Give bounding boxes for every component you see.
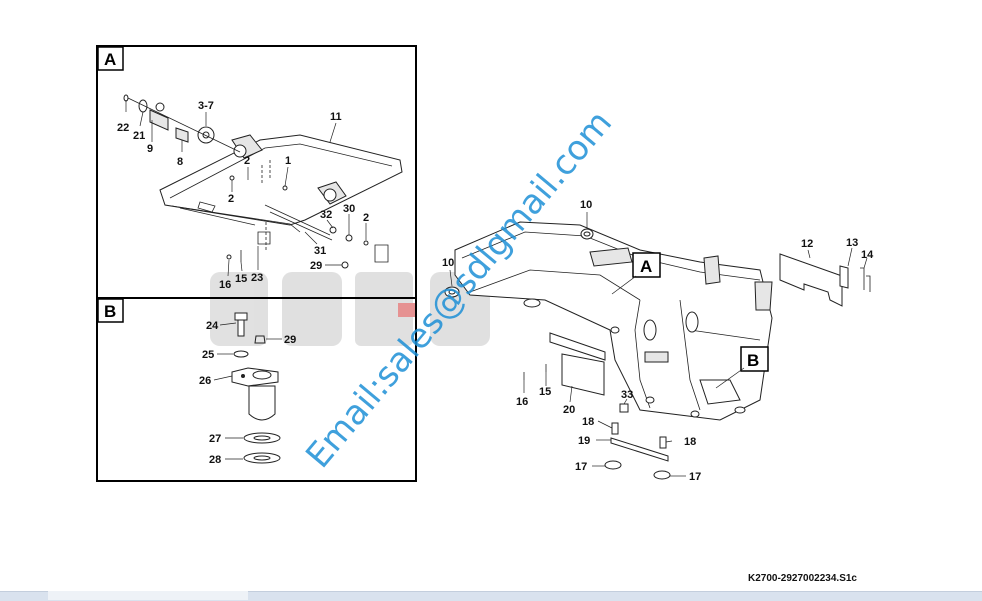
callout: 32	[320, 209, 332, 221]
callout: 21	[133, 130, 145, 142]
callout: 3-7	[198, 100, 214, 112]
callout: 19	[578, 435, 590, 447]
callout: 29	[310, 260, 322, 272]
callout: 9	[147, 143, 153, 155]
inset-a-frame-drawing	[123, 94, 403, 269]
callout: 18	[684, 436, 696, 448]
callout: 33	[621, 389, 633, 401]
callout: 31	[314, 245, 326, 257]
plate-20	[561, 353, 605, 396]
chassis-drawing	[454, 221, 773, 421]
callout: 30	[343, 203, 355, 215]
drawing-reference: K2700-2927002234.S1c	[748, 573, 857, 584]
callout: 27	[209, 433, 221, 445]
callout: 8	[177, 156, 183, 168]
callout: 13	[846, 237, 858, 249]
lever-19	[610, 437, 669, 462]
view-marker-b: B	[747, 351, 759, 370]
callout: 16	[516, 396, 528, 408]
callout: 12	[801, 238, 813, 250]
callout: 11	[330, 111, 342, 123]
inset-b-leaders	[213, 322, 282, 460]
view-marker-a: A	[640, 257, 652, 276]
inset-a-letter: A	[104, 50, 116, 69]
inset-b: B	[96, 297, 417, 482]
callout: 26	[199, 375, 211, 387]
inset-b-pivot-drawing	[231, 312, 281, 464]
callout: 2	[244, 155, 250, 167]
callout: 22	[117, 122, 129, 134]
callout: 16	[219, 279, 231, 291]
inset-a-leaders	[125, 100, 367, 277]
callout: 10	[442, 257, 454, 269]
callout: 18	[582, 416, 594, 428]
callout: 15	[539, 386, 551, 398]
callout: 23	[251, 272, 263, 284]
callout: 15	[235, 273, 247, 285]
callout: 14	[861, 249, 874, 261]
callout: 29	[284, 334, 296, 346]
main-leaders	[449, 212, 868, 477]
callout: 20	[563, 404, 575, 416]
inset-b-callouts: 24 29 25 26 27 28	[199, 320, 296, 466]
callout: 25	[202, 349, 214, 361]
callout: 2	[363, 212, 369, 224]
main-callouts: 10 10 12 13 14 16 15 20 33 18 18 19 17 1…	[442, 199, 874, 483]
callout: 28	[209, 454, 221, 466]
footer-bar	[0, 591, 982, 601]
callout: 2	[228, 193, 234, 205]
inset-a: A	[96, 45, 417, 299]
cover-plate	[779, 253, 843, 307]
inset-b-letter: B	[104, 302, 116, 321]
footer-tab[interactable]	[48, 591, 248, 600]
callout: 10	[580, 199, 592, 211]
callout: 17	[689, 471, 701, 483]
callout: 17	[575, 461, 587, 473]
callout: 1	[285, 155, 291, 167]
callout: 24	[206, 320, 219, 332]
main-frame-view: A B 10 10 12 13 14 16	[442, 199, 874, 483]
inset-a-callouts: 22 21 9 3-7 8 11 2 1 2 32 30 2 31 29 16 …	[117, 100, 369, 291]
